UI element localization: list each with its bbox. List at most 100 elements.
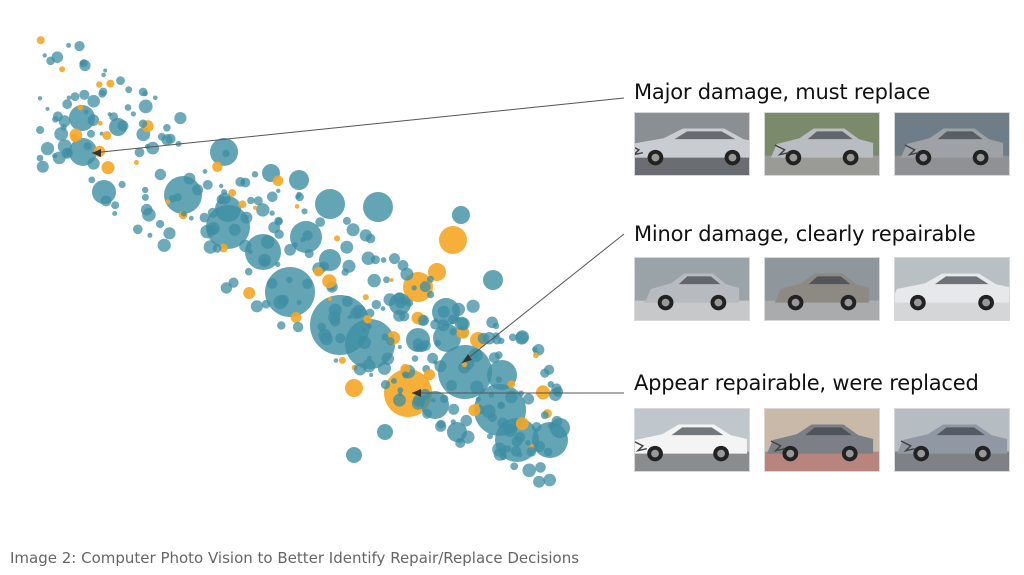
pointer-line-major bbox=[91, 97, 625, 154]
cluster-dot bbox=[412, 338, 424, 349]
cluster-dot bbox=[365, 233, 376, 244]
car-photo bbox=[894, 408, 1010, 472]
cluster-dot bbox=[253, 205, 257, 210]
cluster-dot bbox=[79, 59, 88, 68]
cluster-bubble bbox=[452, 206, 470, 224]
cluster-dot bbox=[422, 408, 432, 419]
cluster-dot bbox=[124, 104, 132, 111]
cluster-dot bbox=[313, 266, 324, 277]
cluster-dot bbox=[156, 219, 165, 229]
cluster-dot bbox=[526, 447, 537, 457]
cluster-dot bbox=[302, 230, 313, 241]
car-photo bbox=[764, 112, 880, 176]
cluster-dot bbox=[98, 90, 106, 98]
cluster-dot bbox=[522, 463, 536, 478]
cluster-dot bbox=[219, 243, 228, 253]
cluster-dot bbox=[361, 251, 375, 265]
cluster-dot bbox=[386, 337, 395, 346]
cluster-dot bbox=[377, 361, 391, 375]
cluster-dot bbox=[492, 335, 502, 345]
cluster-dot bbox=[470, 380, 484, 394]
cluster-dot bbox=[207, 225, 218, 236]
cluster-dot bbox=[497, 417, 509, 429]
cluster-dot bbox=[87, 157, 100, 170]
cluster-dot bbox=[366, 355, 372, 361]
cluster-dot bbox=[446, 380, 457, 391]
cluster-dot bbox=[74, 41, 85, 52]
photo-row-minor-damage bbox=[634, 257, 1010, 321]
cluster-dot bbox=[454, 316, 469, 331]
cluster-dot bbox=[296, 300, 302, 305]
cluster-bubble bbox=[289, 170, 309, 190]
cluster-dot bbox=[125, 86, 133, 94]
cluster-dot bbox=[133, 224, 143, 235]
cluster-dot bbox=[103, 68, 108, 73]
cluster-dot bbox=[466, 299, 480, 313]
car-photo bbox=[894, 257, 1010, 321]
cluster-dot bbox=[367, 324, 372, 329]
cluster-dot bbox=[277, 321, 286, 330]
cluster-dot bbox=[54, 127, 69, 141]
cluster-dot bbox=[411, 397, 425, 410]
cluster-dot bbox=[199, 212, 210, 223]
cluster-bubble bbox=[346, 447, 362, 463]
cluster-dot bbox=[393, 393, 406, 407]
cluster-dot bbox=[261, 299, 271, 309]
cluster-dot bbox=[88, 176, 96, 184]
cluster-bubble bbox=[265, 267, 315, 317]
cluster-dot bbox=[52, 111, 63, 122]
cluster-dot bbox=[244, 267, 253, 276]
cluster-dot bbox=[273, 295, 288, 309]
cluster-dot bbox=[418, 315, 429, 326]
cluster-dot bbox=[347, 314, 352, 320]
image-caption: Image 2: Computer Photo Vision to Better… bbox=[10, 549, 580, 567]
cluster-dot bbox=[142, 186, 149, 194]
cluster-dot bbox=[461, 361, 468, 368]
arrowhead-replaced bbox=[412, 389, 421, 397]
cluster-bubble bbox=[345, 379, 363, 397]
cluster-dot bbox=[157, 132, 166, 141]
cluster-dot bbox=[272, 175, 284, 187]
cluster-dot bbox=[107, 112, 112, 117]
cluster-dot bbox=[134, 147, 145, 158]
cluster-dot bbox=[507, 380, 516, 389]
cluster-dot bbox=[400, 267, 414, 281]
cluster-dot bbox=[342, 259, 356, 273]
cluster-dot bbox=[437, 305, 450, 318]
cluster-dot bbox=[202, 169, 208, 174]
cluster-dot bbox=[40, 142, 55, 156]
cluster-dot bbox=[391, 378, 397, 384]
cluster-dot bbox=[36, 160, 49, 173]
cluster-dot bbox=[551, 415, 563, 427]
cluster-dot bbox=[434, 339, 441, 347]
cluster-dot bbox=[275, 261, 281, 268]
cluster-dot bbox=[411, 285, 417, 291]
cluster-dot bbox=[397, 391, 403, 397]
cluster-dot bbox=[116, 76, 125, 85]
cluster-dot bbox=[66, 95, 72, 101]
cluster-dot bbox=[503, 445, 512, 453]
cluster-dot bbox=[243, 287, 256, 299]
cluster-dot bbox=[448, 403, 460, 415]
cluster-dot bbox=[228, 277, 239, 288]
cluster-dot bbox=[157, 238, 171, 252]
cluster-dot bbox=[238, 200, 247, 209]
cluster-bubble bbox=[363, 192, 393, 222]
cluster-dot bbox=[147, 232, 153, 238]
cluster-dot bbox=[544, 364, 555, 375]
cluster-dot bbox=[427, 275, 434, 283]
cluster-dot bbox=[100, 195, 112, 207]
cluster-dot bbox=[423, 369, 436, 381]
cluster-dot bbox=[419, 281, 431, 293]
cluster-dot bbox=[499, 452, 507, 461]
cluster-dot bbox=[153, 95, 158, 101]
cluster-dot bbox=[118, 180, 126, 189]
cluster-dot bbox=[543, 473, 556, 487]
cluster-dot bbox=[130, 111, 136, 117]
cluster-dot bbox=[362, 294, 369, 301]
cluster-dot bbox=[117, 120, 129, 132]
cluster-dot bbox=[163, 227, 176, 240]
cluster-dot bbox=[146, 141, 160, 155]
cluster-dot bbox=[101, 161, 115, 175]
cluster-bubble bbox=[377, 424, 393, 440]
